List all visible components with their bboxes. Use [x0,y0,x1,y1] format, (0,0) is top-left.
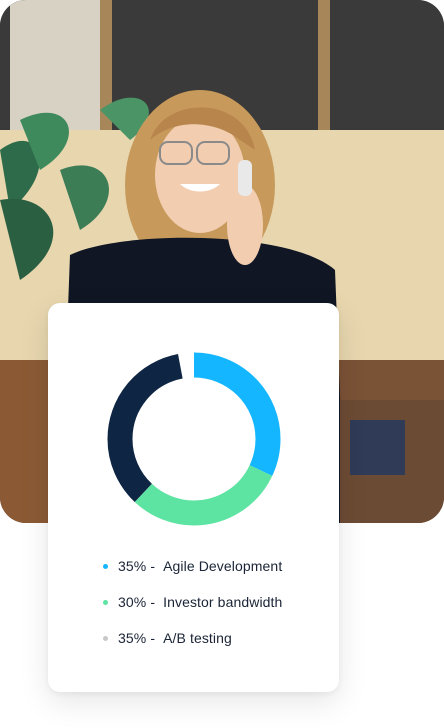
chart-legend: 35% - Agile Development 30% - Investor b… [103,548,333,656]
legend-separator: - [150,594,156,610]
legend-label: Agile Development [163,558,283,574]
legend-dot [103,563,108,569]
donut-chart [107,352,281,526]
legend-dot [103,599,108,605]
legend-separator: - [150,630,156,646]
legend-label: A/B testing [163,630,232,646]
legend-percent: 35% [118,558,147,574]
legend-percent: 30% [118,594,147,610]
legend-percent: 35% [118,630,147,646]
legend-separator: - [150,558,156,574]
donut-slice-investor-bandwidth [107,352,281,526]
donut-slice-agile-development [107,352,281,526]
legend-label: Investor bandwidth [163,594,283,610]
legend-item-investor-bandwidth: 30% - Investor bandwidth [103,584,333,620]
hero-photo [0,0,444,523]
legend-item-agile-development: 35% - Agile Development [103,548,333,584]
legend-dot [103,635,108,641]
woman-on-phone-image [0,0,444,523]
donut-slice-a-b-testing [107,352,281,526]
legend-item-ab-testing: 35% - A/B testing [103,620,333,656]
chart-card: 35% - Agile Development 30% - Investor b… [48,303,339,692]
